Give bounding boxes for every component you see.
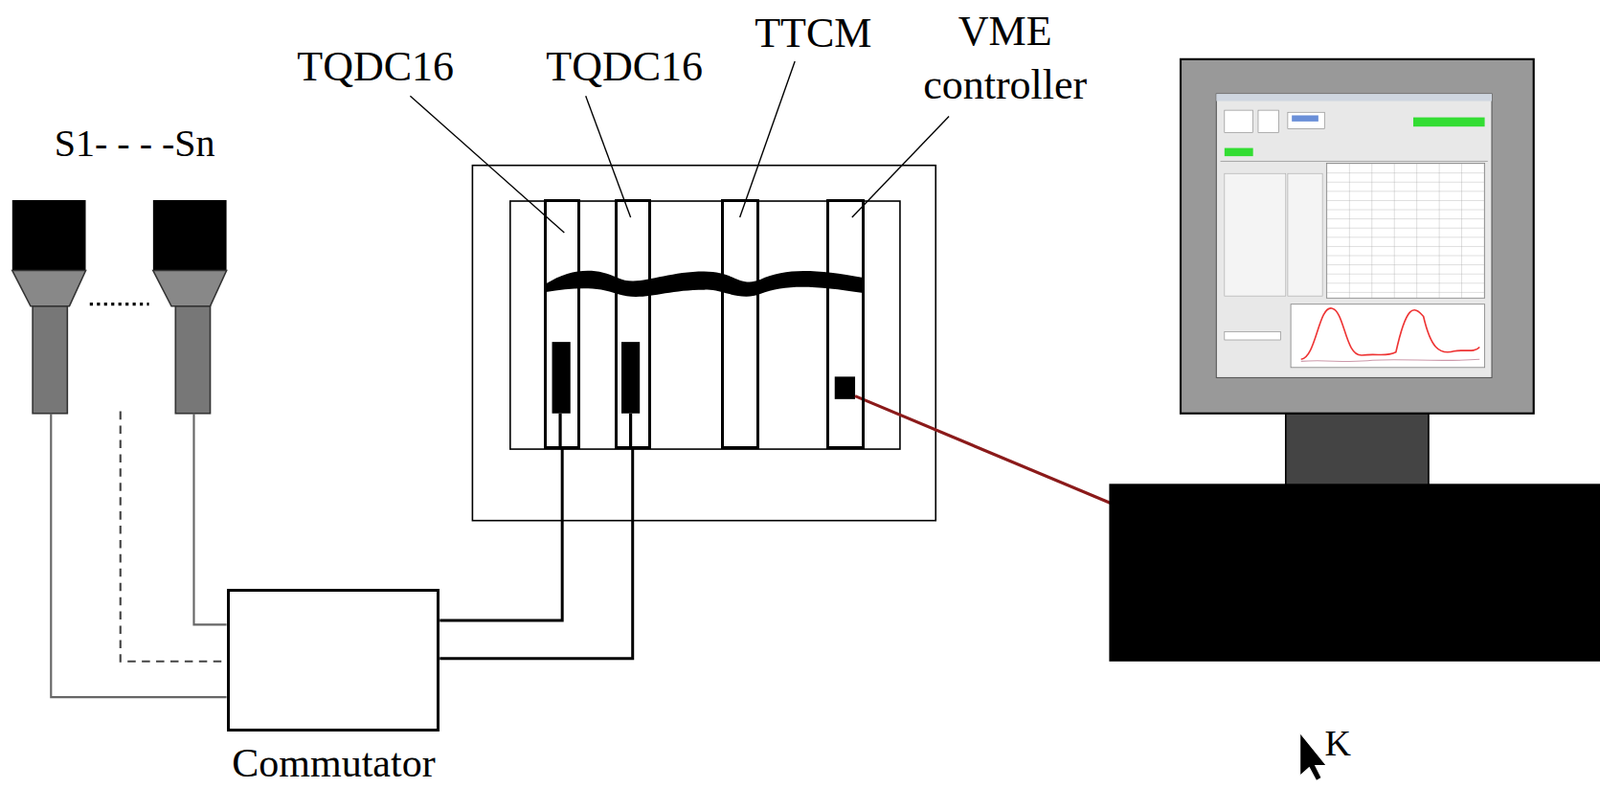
vme-crate — [472, 165, 936, 521]
leader-line — [740, 61, 796, 218]
cable — [50, 413, 226, 698]
mouse-cursor — [1300, 732, 1328, 781]
detector-range-label: S1- - - -Sn — [54, 124, 216, 163]
link-port — [834, 376, 856, 399]
cable-stub — [629, 413, 632, 450]
module-name: VME controller — [904, 4, 1106, 113]
module-name: TQDC16 — [545, 45, 703, 89]
module-slot: TTCM — [721, 199, 759, 450]
detector-sn — [153, 200, 227, 414]
commutator-box: Commutator — [226, 588, 441, 732]
leader-line — [409, 95, 564, 233]
network-cable — [855, 396, 1146, 519]
computer — [1108, 59, 1600, 662]
dotted-gap — [90, 302, 150, 306]
module-name: TQDC16 — [296, 45, 454, 89]
module-slot: TQDC16 — [614, 199, 652, 450]
cable — [193, 413, 226, 626]
crate-bin — [510, 201, 901, 450]
cursor-label: K — [1324, 724, 1351, 762]
signal-cable — [439, 449, 563, 621]
signal-cable — [439, 449, 632, 659]
module-slot: VME controller — [826, 199, 864, 450]
input-connector — [621, 341, 640, 414]
detector-s1 — [12, 200, 87, 414]
input-connector — [552, 341, 571, 414]
backplane-bus — [545, 270, 863, 297]
cable-stub — [558, 413, 562, 450]
box-caption: Commutator — [231, 743, 435, 784]
module-name: TTCM — [754, 12, 872, 55]
leader-line — [852, 116, 949, 219]
module-slot: TQDC16 — [543, 199, 581, 450]
cable-dashed — [120, 411, 227, 662]
